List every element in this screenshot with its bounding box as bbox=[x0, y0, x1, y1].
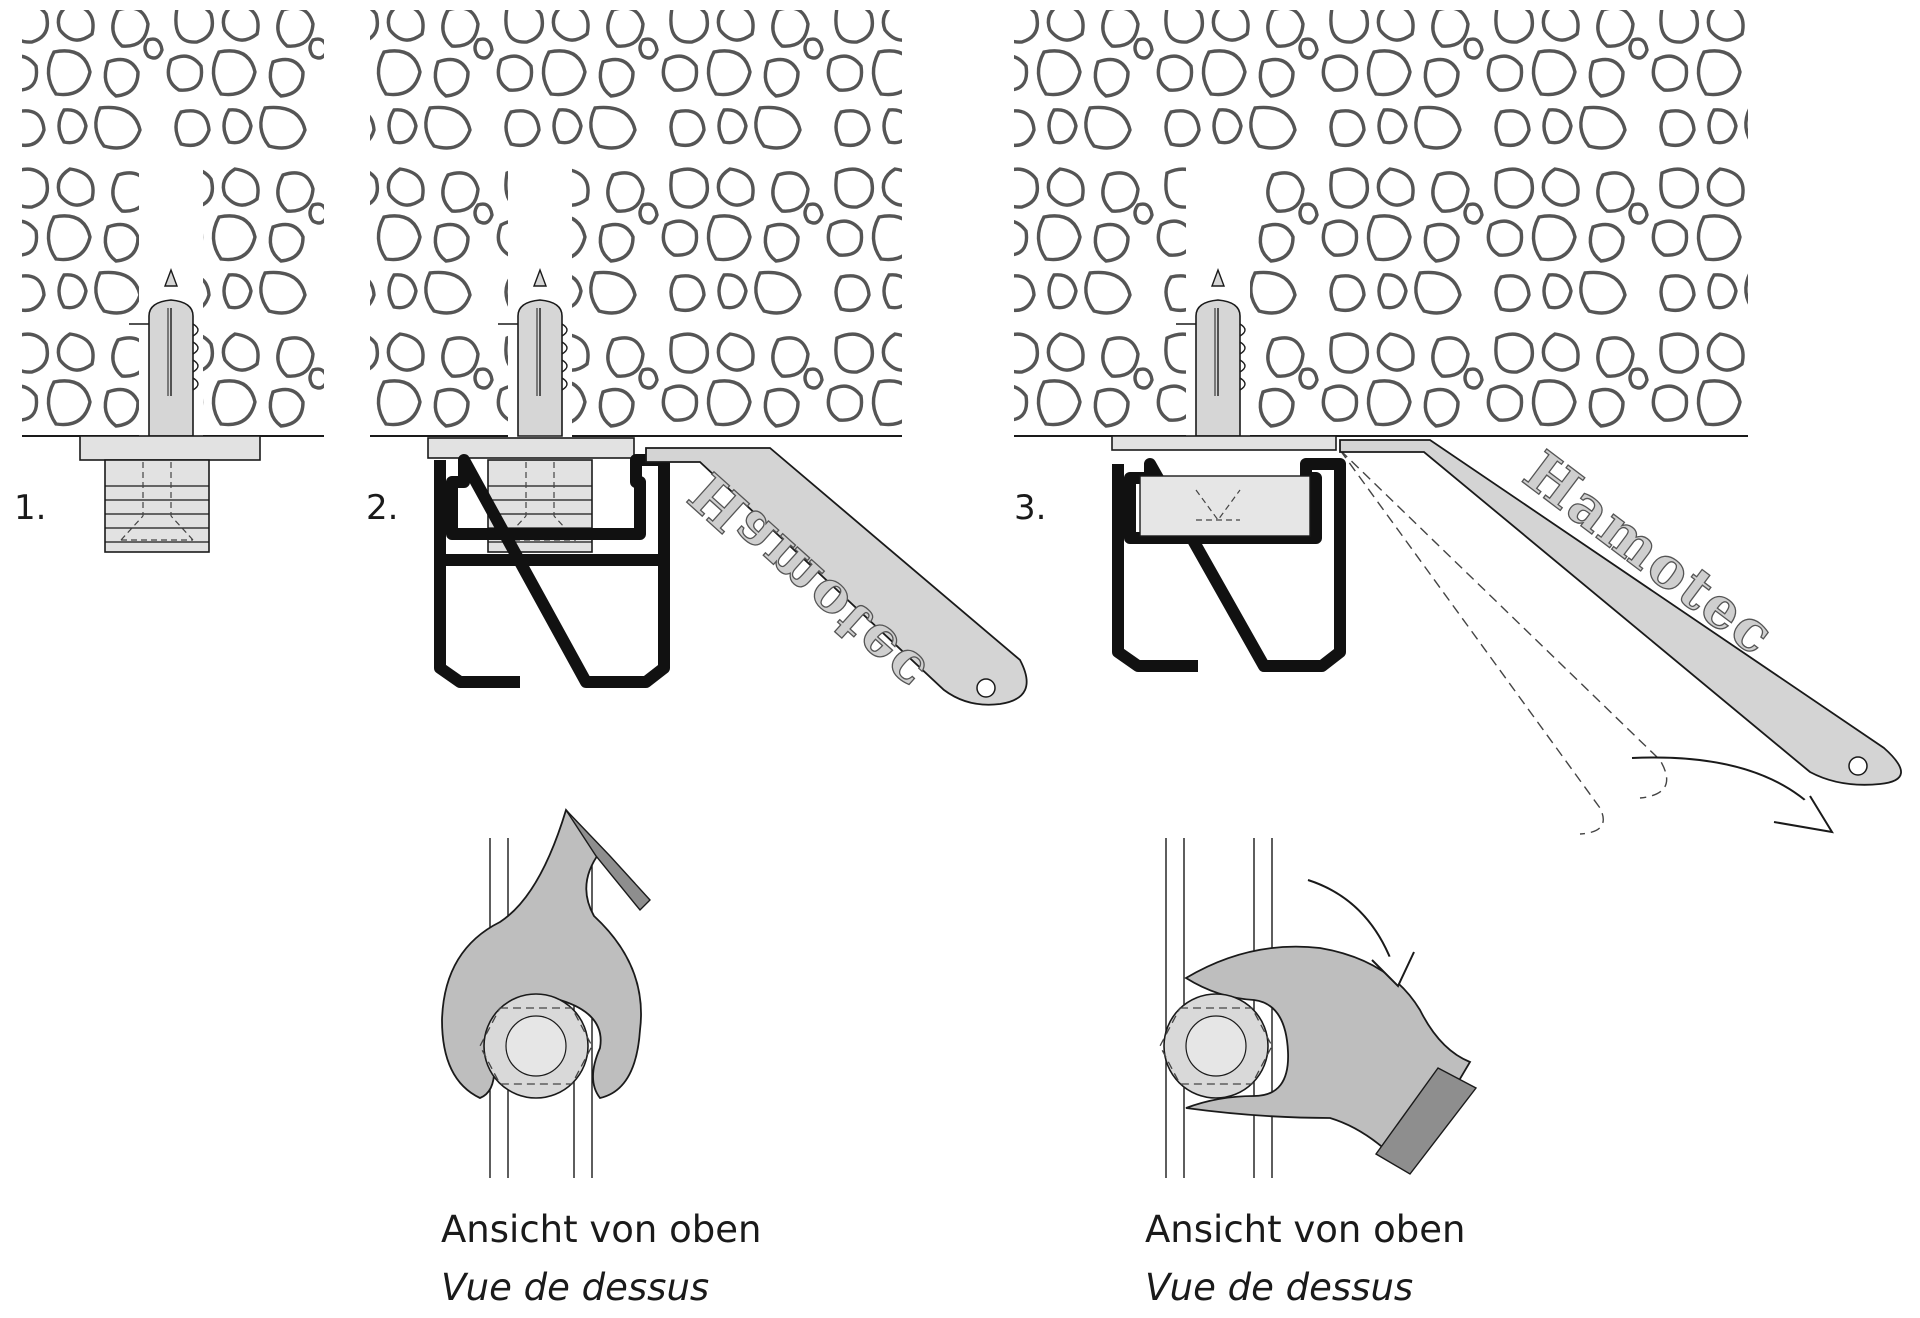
top-view-1 bbox=[441, 808, 651, 1178]
rotation-arrow bbox=[1307, 879, 1395, 969]
step-1-number: 1. bbox=[14, 488, 46, 528]
step-2-illustration: Hamotec 2. bbox=[366, 10, 1028, 707]
hex-outline-hidden bbox=[479, 1007, 593, 1085]
step-1-illustration: 1. bbox=[14, 10, 324, 553]
tool-previous-position bbox=[1339, 449, 1668, 799]
curtain-rail-profile bbox=[434, 454, 670, 688]
wrench-tool bbox=[1339, 439, 1902, 786]
top-view-2 bbox=[1159, 838, 1478, 1178]
washer-plate bbox=[79, 435, 261, 461]
wrench-handle bbox=[1374, 1067, 1478, 1175]
caption-fr-left: Vue de dessus bbox=[441, 1266, 710, 1309]
bolt-center bbox=[505, 1015, 567, 1077]
tool-hole bbox=[976, 678, 996, 698]
tool-hole bbox=[1848, 756, 1868, 776]
wrench-handle bbox=[565, 809, 651, 912]
hex-outline-hidden bbox=[1159, 1007, 1273, 1085]
step-3-number: 3. bbox=[1014, 488, 1046, 528]
step-2-number: 2. bbox=[366, 488, 398, 528]
rotation-arrow bbox=[1631, 756, 1819, 813]
caption-de-left: Ansicht von oben bbox=[441, 1208, 762, 1251]
caption-de-right: Ansicht von oben bbox=[1145, 1208, 1466, 1251]
caption-fr-right: Vue de dessus bbox=[1145, 1266, 1414, 1309]
step-3-illustration: Hamotec 3. bbox=[1014, 10, 1902, 835]
bolt-center bbox=[1185, 1015, 1247, 1077]
bolt-in-rail bbox=[1139, 475, 1311, 537]
threaded-bolt bbox=[104, 459, 210, 553]
rotation-arrow-head bbox=[1773, 795, 1835, 834]
bolt-head-hidden bbox=[1195, 489, 1241, 522]
wrench-head-top-view bbox=[1184, 945, 1472, 1172]
washer-plate bbox=[1111, 435, 1337, 451]
washer-plate bbox=[427, 437, 635, 459]
masonry-wall bbox=[1014, 10, 1748, 435]
masonry-wall bbox=[370, 10, 902, 435]
wrench-tool bbox=[645, 447, 1028, 706]
rotation-arrow-head bbox=[1371, 951, 1415, 988]
